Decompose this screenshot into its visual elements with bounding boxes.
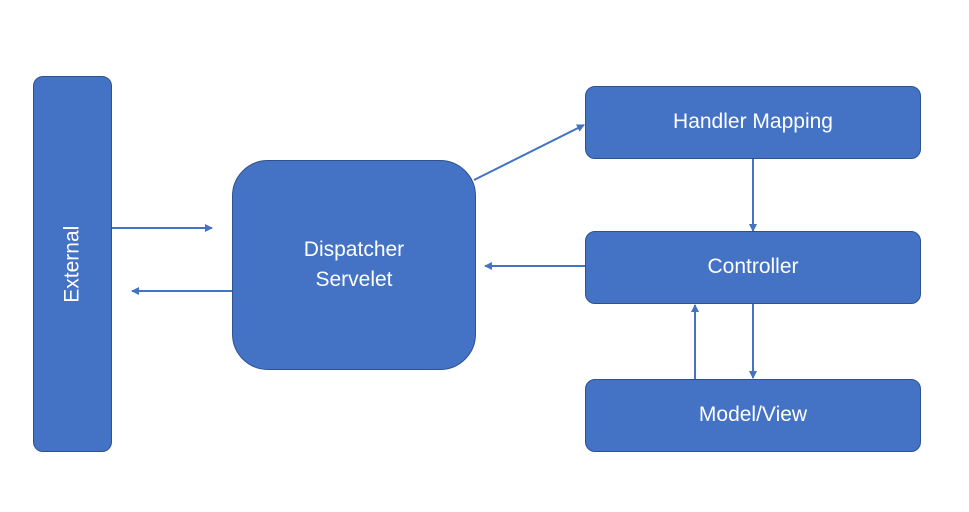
dispatcher-label-line2: Servelet	[315, 268, 393, 291]
controller-label: Controller	[707, 255, 799, 279]
model-view-label: Model/View	[698, 403, 808, 427]
arrow-dispatcher-to-handler-mapping	[473, 124, 585, 181]
dispatcher-servelet-node: Dispatcher Servelet	[232, 160, 476, 370]
external-label: External	[60, 225, 84, 303]
controller-node: Controller	[585, 231, 921, 304]
handler-mapping-node: Handler Mapping	[585, 86, 921, 159]
dispatcher-label: Dispatcher Servelet	[304, 235, 404, 296]
external-node: External	[33, 76, 112, 452]
model-view-node: Model/View	[585, 379, 921, 452]
handler-mapping-label: Handler Mapping	[673, 110, 833, 134]
dispatcher-label-line1: Dispatcher	[303, 237, 405, 261]
